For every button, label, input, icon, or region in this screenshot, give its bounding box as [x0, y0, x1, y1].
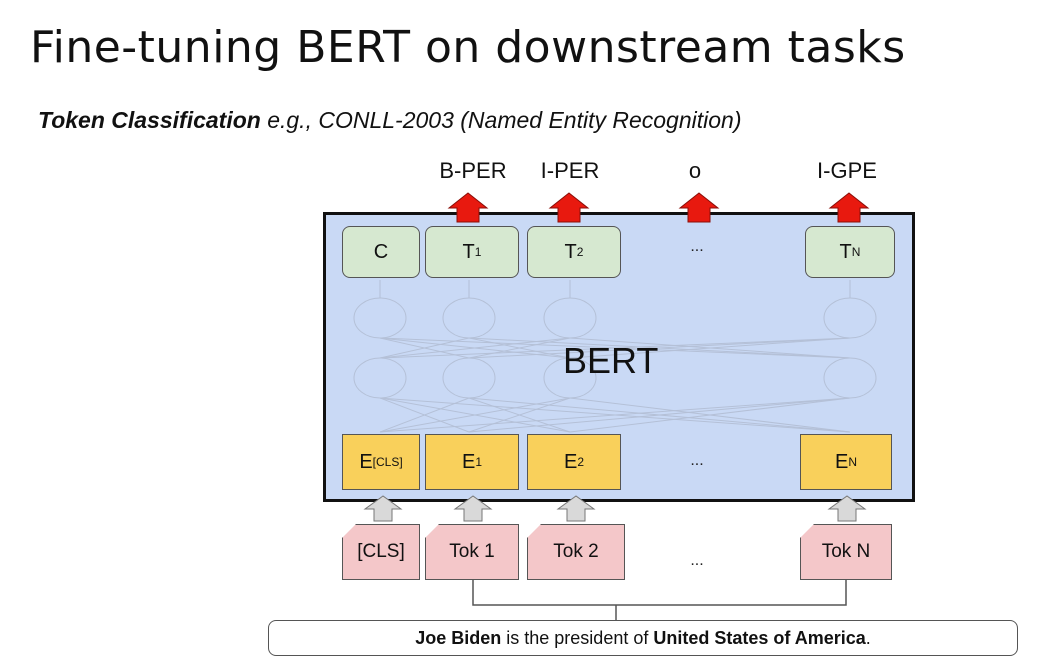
output-ellipsis: ...	[690, 238, 704, 255]
sentence-text: is the president of	[501, 627, 654, 648]
task-name: Token Classification	[38, 107, 261, 133]
output-label-o: o	[688, 158, 702, 183]
slide-subtitle: Token Classification e.g., CONLL-2003 (N…	[38, 107, 742, 134]
input-arrow-cls	[363, 495, 403, 522]
token-n: Tok N	[800, 524, 892, 580]
embedding-cls: E[CLS]	[342, 434, 420, 490]
sentence-entity-gpe: United States of America	[653, 627, 866, 648]
output-label-i-per: I-PER	[540, 158, 600, 183]
input-arrow-tokn	[827, 495, 867, 522]
input-arrow-tok2	[556, 495, 596, 522]
output-label-b-per: B-PER	[439, 158, 507, 183]
sentence-entity-person: Joe Biden	[415, 627, 502, 648]
output-arrow-t2	[548, 192, 590, 223]
output-node-c: C	[342, 226, 420, 278]
token-2: Tok 2	[527, 524, 625, 580]
output-arrow-tn	[828, 192, 870, 223]
input-sentence: Joe Biden is the president of United Sta…	[268, 620, 1018, 656]
output-arrow-mid	[678, 192, 720, 223]
bert-label: BERT	[563, 340, 659, 381]
sentence-bracket	[472, 580, 847, 606]
token-ellipsis: ...	[690, 552, 704, 569]
sentence-period: .	[865, 627, 871, 648]
token-cls: [CLS]	[342, 524, 420, 580]
output-arrow-t1	[447, 192, 489, 223]
task-example: e.g., CONLL-2003 (Named Entity Recogniti…	[260, 107, 742, 133]
input-arrow-tok1	[453, 495, 493, 522]
token-1: Tok 1	[425, 524, 519, 580]
embedding-ellipsis: ...	[690, 452, 704, 469]
slide-title: Fine-tuning BERT on downstream tasks	[30, 22, 906, 73]
output-label-i-gpe: I-GPE	[817, 158, 877, 183]
